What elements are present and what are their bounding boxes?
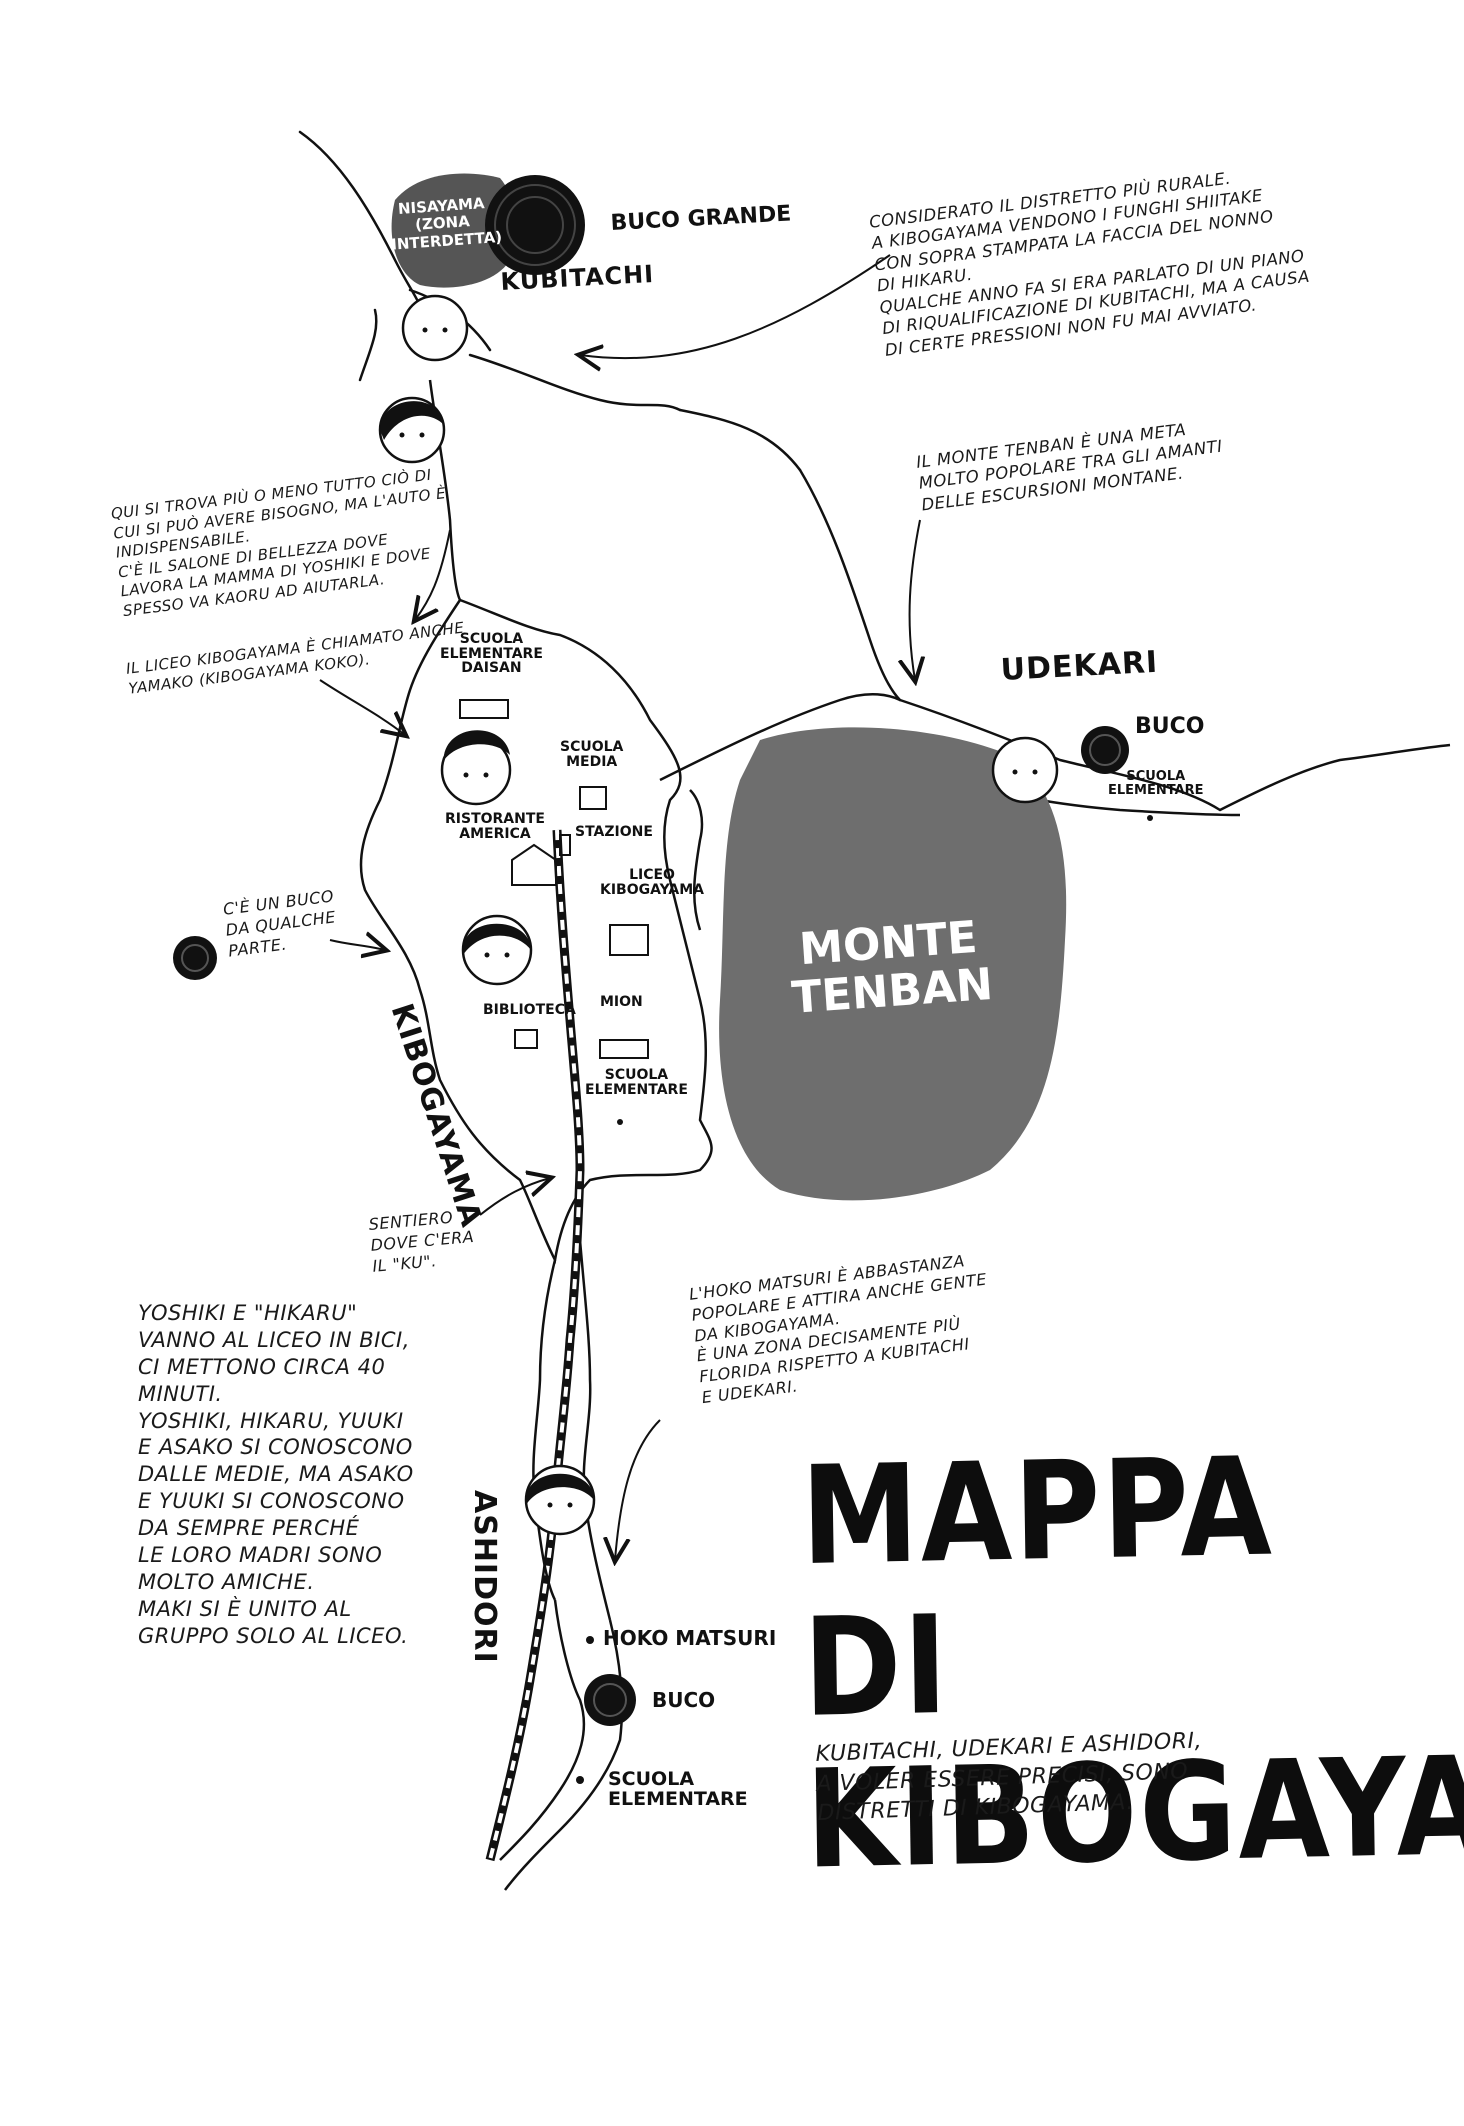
label-scuola-elementare-udekari: SCUOLA ELEMENTARE: [1108, 769, 1204, 798]
label-scuola-elementare-kibo: SCUOLA ELEMENTARE: [585, 1067, 688, 1098]
label-liceo: LICEO KIBOGAYAMA: [600, 867, 705, 898]
holes: [173, 175, 1129, 1726]
label-scuola-daisan: SCUOLA ELEMENTARE DAISAN: [440, 631, 543, 677]
label-scuola-media: SCUOLA MEDIA: [560, 739, 624, 770]
label-scuola-elementare-ashidori: SCUOLA ELEMENTARE: [608, 1768, 748, 1810]
label-hoko-matsuri: HOKO MATSURI: [603, 1626, 777, 1650]
annotation-arrows: [319, 254, 920, 1560]
district-ashidori: ASHIDORI: [467, 1490, 502, 1664]
location-dots: [576, 815, 1153, 1784]
building-icons: [459, 699, 649, 1059]
note-sentiero: SENTIERO DOVE C'ERA IL "KU".: [368, 1207, 475, 1276]
ashidori-roads: [499, 1239, 624, 1891]
label-monte-tenban: MONTE TENBAN: [790, 911, 995, 1025]
label-ristorante-america: RISTORANTE AMERICA: [445, 811, 545, 842]
label-buco-ashidori: BUCO: [652, 1688, 716, 1712]
label-nisayama: NISAYAMA (ZONA INTERDETTA): [390, 194, 503, 254]
subtitle-note: KUBITACHI, UDEKARI E ASHIDORI, A VOLER E…: [815, 1728, 1203, 1827]
udekari-road: [659, 693, 1451, 812]
district-udekari: UDEKARI: [999, 644, 1159, 688]
note-yoshiki: YOSHIKI E "HIKARU" VANNO AL LICEO IN BIC…: [138, 1301, 414, 1648]
label-buco-udekari: BUCO: [1135, 714, 1205, 739]
nisayama-shape: [391, 173, 516, 288]
label-stazione: STAZIONE: [575, 824, 653, 840]
railway: [485, 829, 585, 1862]
character-hair: [380, 401, 594, 1505]
label-biblioteca: BIBLIOTECA: [483, 1002, 576, 1018]
kibogayama-outline: [359, 598, 713, 1264]
udekari-branch: [689, 789, 704, 931]
face-details: [399, 327, 1038, 1508]
monte-tenban-shape: [719, 727, 1067, 1201]
label-mion: MION: [600, 994, 643, 1010]
